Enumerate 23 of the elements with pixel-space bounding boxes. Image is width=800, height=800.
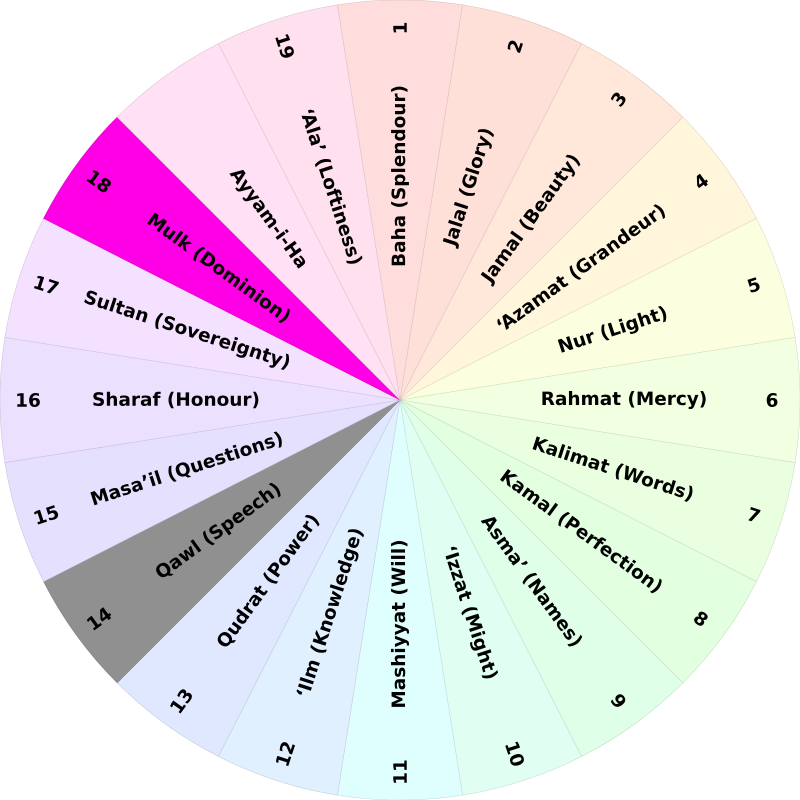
month-number: 1 bbox=[393, 22, 407, 32]
month-number: 18 bbox=[86, 170, 111, 192]
month-number: 10 bbox=[505, 742, 524, 766]
month-number: 11 bbox=[393, 760, 407, 783]
month-number: 12 bbox=[276, 742, 296, 766]
month-number: 17 bbox=[34, 276, 60, 294]
month-number: 14 bbox=[86, 607, 112, 630]
month-number: 15 bbox=[34, 505, 58, 525]
month-number: 19 bbox=[275, 34, 294, 58]
month-number: 5 bbox=[747, 277, 760, 292]
month-number: 6 bbox=[766, 393, 778, 407]
month-number: 9 bbox=[610, 694, 626, 707]
month-number: 8 bbox=[694, 612, 708, 626]
month-number: 13 bbox=[170, 689, 192, 714]
month-name: Rahmat (Mercy) bbox=[542, 391, 706, 409]
month-name: Baha (Splendour) bbox=[391, 86, 409, 266]
month-number: 16 bbox=[17, 393, 40, 407]
month-name: Mashiyyat (Will) bbox=[391, 540, 409, 707]
month-number: 3 bbox=[610, 92, 626, 107]
month-number: 7 bbox=[748, 506, 761, 522]
month-number: 4 bbox=[696, 174, 708, 188]
month-number: 2 bbox=[508, 40, 523, 54]
month-name: Sharaf (Honour) bbox=[93, 392, 258, 408]
